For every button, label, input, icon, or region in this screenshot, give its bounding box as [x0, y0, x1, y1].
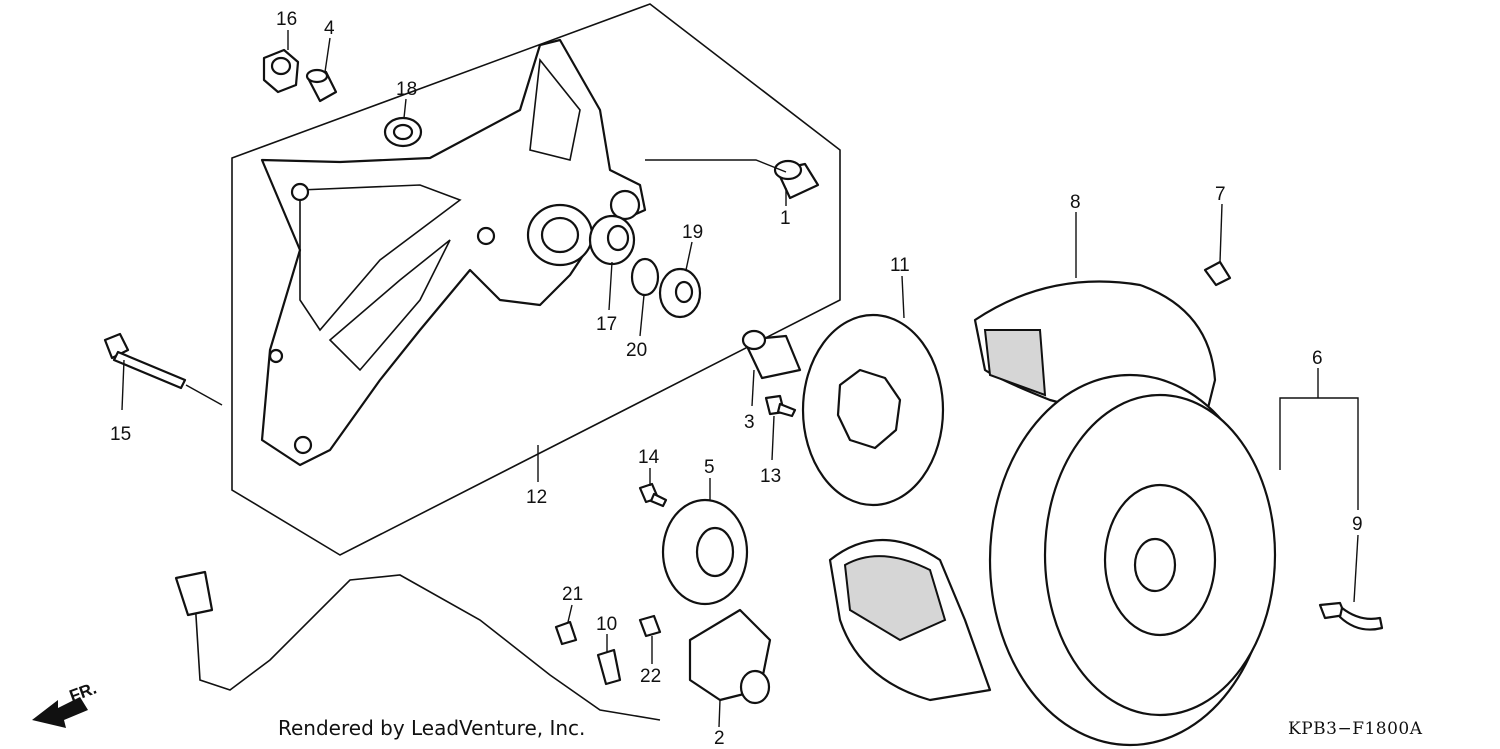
callout-9[interactable]: 9 — [1352, 514, 1363, 535]
callout-18[interactable]: 18 — [396, 79, 417, 100]
seal-19[interactable] — [658, 267, 702, 319]
collar-4[interactable] — [305, 68, 338, 103]
seal-18[interactable] — [383, 116, 423, 148]
valve-9[interactable] — [1318, 601, 1384, 631]
bolt-15[interactable] — [103, 332, 187, 390]
callout-5[interactable]: 5 — [704, 457, 715, 478]
callout-13[interactable]: 13 — [760, 466, 781, 487]
callout-21[interactable]: 21 — [562, 584, 583, 605]
wheel-6[interactable] — [988, 373, 1277, 747]
callout-20[interactable]: 20 — [626, 340, 647, 361]
bushing-1[interactable] — [773, 159, 820, 200]
swing-arm-bracket[interactable] — [260, 38, 647, 467]
callout-16[interactable]: 16 — [276, 9, 297, 30]
diagram-code: KPB3−F1800A — [1288, 719, 1423, 739]
callout-17[interactable]: 17 — [596, 314, 617, 335]
callout-1[interactable]: 1 — [780, 208, 791, 229]
callout-4[interactable]: 4 — [324, 18, 335, 39]
bolt-21[interactable] — [554, 620, 578, 646]
callout-19[interactable]: 19 — [682, 222, 703, 243]
bearing-17[interactable] — [588, 214, 636, 266]
callout-2[interactable]: 2 — [714, 728, 725, 749]
direction-label: FR. — [67, 679, 99, 706]
front-direction-arrow-icon: FR. — [32, 679, 99, 728]
pulser-ring-5[interactable] — [661, 498, 749, 606]
credit-text: Rendered by LeadVenture, Inc. — [278, 716, 586, 740]
callout-10[interactable]: 10 — [596, 614, 617, 635]
callout-11[interactable]: 11 — [890, 255, 910, 276]
snap-ring-20[interactable] — [630, 257, 660, 297]
callout-labels: 16 4 18 1 19 17 20 15 12 3 13 14 5 11 8 … — [110, 9, 1363, 749]
wheel-speed-sensor-2[interactable] — [174, 570, 772, 721]
callout-3[interactable]: 3 — [744, 412, 755, 433]
collar-3[interactable] — [741, 329, 802, 380]
bolt-14[interactable] — [638, 482, 668, 508]
callout-7[interactable]: 7 — [1215, 184, 1226, 205]
assembly-group-outline — [231, 3, 841, 556]
clip-7[interactable] — [1203, 260, 1232, 287]
leader-lines — [121, 30, 1359, 728]
callout-22[interactable]: 22 — [640, 666, 661, 687]
callout-15[interactable]: 15 — [110, 424, 131, 445]
callout-8[interactable]: 8 — [1070, 192, 1081, 213]
brake-disc-11[interactable] — [801, 313, 945, 507]
nut-16[interactable] — [262, 48, 300, 94]
callout-6[interactable]: 6 — [1312, 348, 1323, 369]
callout-12[interactable]: 12 — [526, 487, 547, 508]
callout-14[interactable]: 14 — [638, 447, 660, 468]
clamp-10[interactable] — [596, 648, 622, 686]
bolt-22[interactable] — [638, 614, 662, 638]
bolt-13[interactable] — [764, 394, 797, 418]
